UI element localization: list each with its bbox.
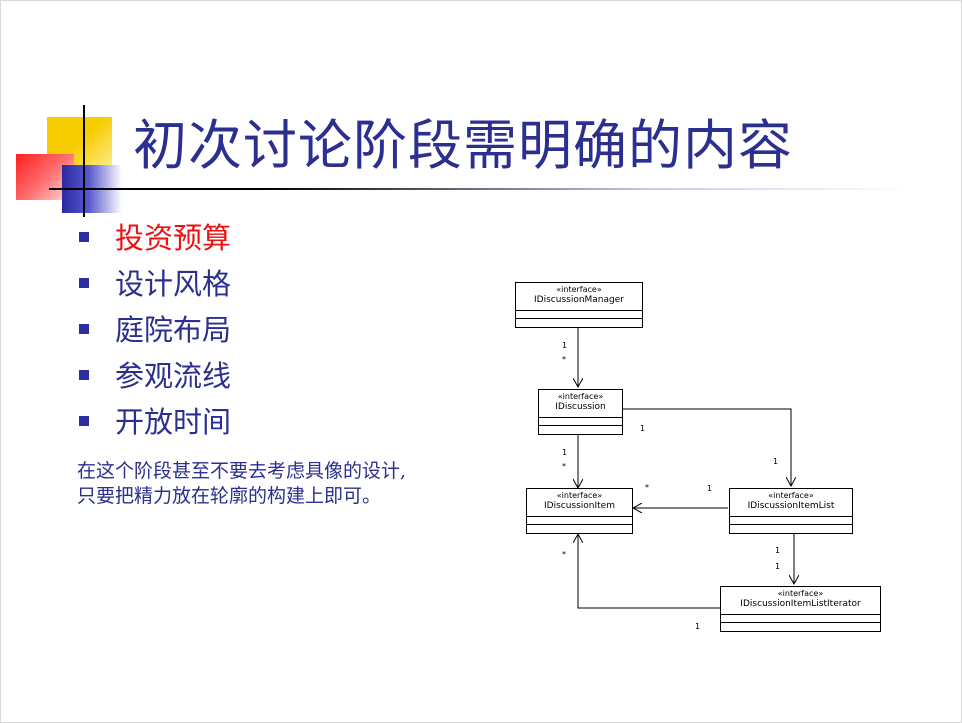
class-name: IDiscussionItemListIterator	[740, 599, 861, 609]
class-name: IDiscussionItem	[543, 501, 615, 511]
class-name: IDiscussionItemList	[747, 501, 835, 511]
class-name: IDiscussion	[555, 402, 606, 412]
uml-class-discussion-item-list-iterator: «interface»IDiscussionItemListIterator	[720, 586, 881, 632]
assoc-iterator-item	[578, 534, 720, 609]
stereotype-label: «interface»	[556, 491, 603, 500]
bullet-item: 参观流线	[79, 351, 231, 397]
bullet-text: 庭院布局	[115, 313, 232, 347]
bullet-text: 参观流线	[115, 359, 232, 393]
multiplicity-label: 1	[707, 484, 713, 493]
uml-class-discussion-item-list: «interface»IDiscussionItemList	[729, 488, 853, 534]
bullet-text: 投资预算	[115, 221, 232, 255]
note-text: 在这个阶段甚至不要去考虑具像的设计, 只要把精力放在轮廓的构建上即可。	[77, 459, 507, 509]
uml-class-discussion: «interface»IDiscussion	[538, 389, 623, 435]
bullet-item: 投资预算	[79, 213, 231, 259]
title-horizontal-rule	[49, 188, 909, 190]
bullet-text: 开放时间	[115, 405, 232, 439]
multiplicity-label: *	[562, 550, 566, 559]
bullet-marker-icon	[79, 324, 89, 334]
multiplicity-label: 1	[775, 562, 781, 571]
multiplicity-label: *	[562, 462, 566, 471]
multiplicity-label: 1	[773, 457, 779, 466]
stereotype-label: «interface»	[556, 285, 602, 294]
bullet-list: 投资预算 设计风格 庭院布局 参观流线 开放时间	[79, 213, 231, 443]
multiplicity-label: 1	[695, 622, 701, 631]
stereotype-label: «interface»	[768, 491, 814, 500]
bullet-marker-icon	[79, 416, 89, 426]
multiplicity-label: 1	[562, 341, 568, 350]
multiplicity-label: 1	[562, 448, 568, 457]
bullet-item: 庭院布局	[79, 305, 231, 351]
stereotype-label: «interface»	[777, 589, 824, 598]
uml-class-discussion-manager: «interface»IDiscussionManager	[515, 282, 643, 328]
bullet-item: 设计风格	[79, 259, 231, 305]
slide-title: 初次讨论阶段需明确的内容	[133, 114, 793, 177]
uml-class-discussion-item: «interface»IDiscussionItem	[526, 488, 633, 534]
title-vertical-rule	[83, 105, 85, 217]
assoc-discussion-list	[622, 408, 791, 486]
multiplicity-label: *	[645, 483, 649, 492]
bullet-text: 设计风格	[115, 267, 232, 301]
note-line: 只要把精力放在轮廓的构建上即可。	[77, 485, 382, 507]
stereotype-label: «interface»	[557, 392, 604, 401]
bullet-item: 开放时间	[79, 397, 231, 443]
note-line: 在这个阶段甚至不要去考虑具像的设计,	[77, 460, 407, 482]
multiplicity-label: 1	[775, 546, 781, 555]
bullet-marker-icon	[79, 370, 89, 380]
multiplicity-label: *	[562, 355, 566, 364]
multiplicity-label: 1	[640, 424, 646, 433]
bullet-marker-icon	[79, 278, 89, 288]
class-name: IDiscussionManager	[534, 295, 624, 305]
bullet-marker-icon	[79, 232, 89, 242]
